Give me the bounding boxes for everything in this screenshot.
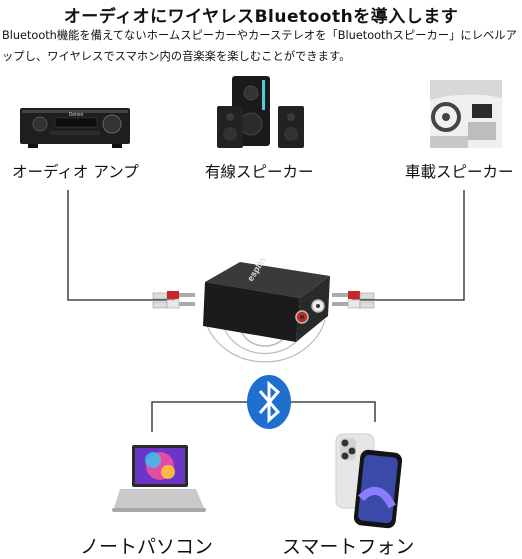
speaker-label: 有線スピーカー [205,163,314,181]
bluetooth-adapter-icon [203,262,330,342]
phone-label: スマートフォン [282,536,415,558]
rca-plug-right [332,291,375,309]
connection-lines [67,190,465,432]
laptop-label: ノートパソコン [80,536,214,558]
line-laptop [151,401,250,432]
car-label: 車載スピーカー [405,163,514,181]
audio-receiver-icon [20,108,130,148]
laptop-icon [112,445,206,512]
speaker-icon [217,76,304,148]
smartphone-icon [335,433,403,529]
rca-plug-left [152,291,195,309]
line-receiver [67,190,175,301]
line-car [352,190,465,301]
page-title: オーディオにワイヤレスBluetoothを導入します [63,7,459,27]
receiver-label: オーディオ アンプ [12,163,139,181]
receiver-brand: Denon [69,112,84,118]
car-dashboard-icon [430,80,502,148]
description-text: Bluetooth機能を備えてないホームスピーカーやカーステレオを「Blueto… [2,29,517,63]
bluetooth-icon [247,375,291,429]
line-phone [288,401,376,422]
